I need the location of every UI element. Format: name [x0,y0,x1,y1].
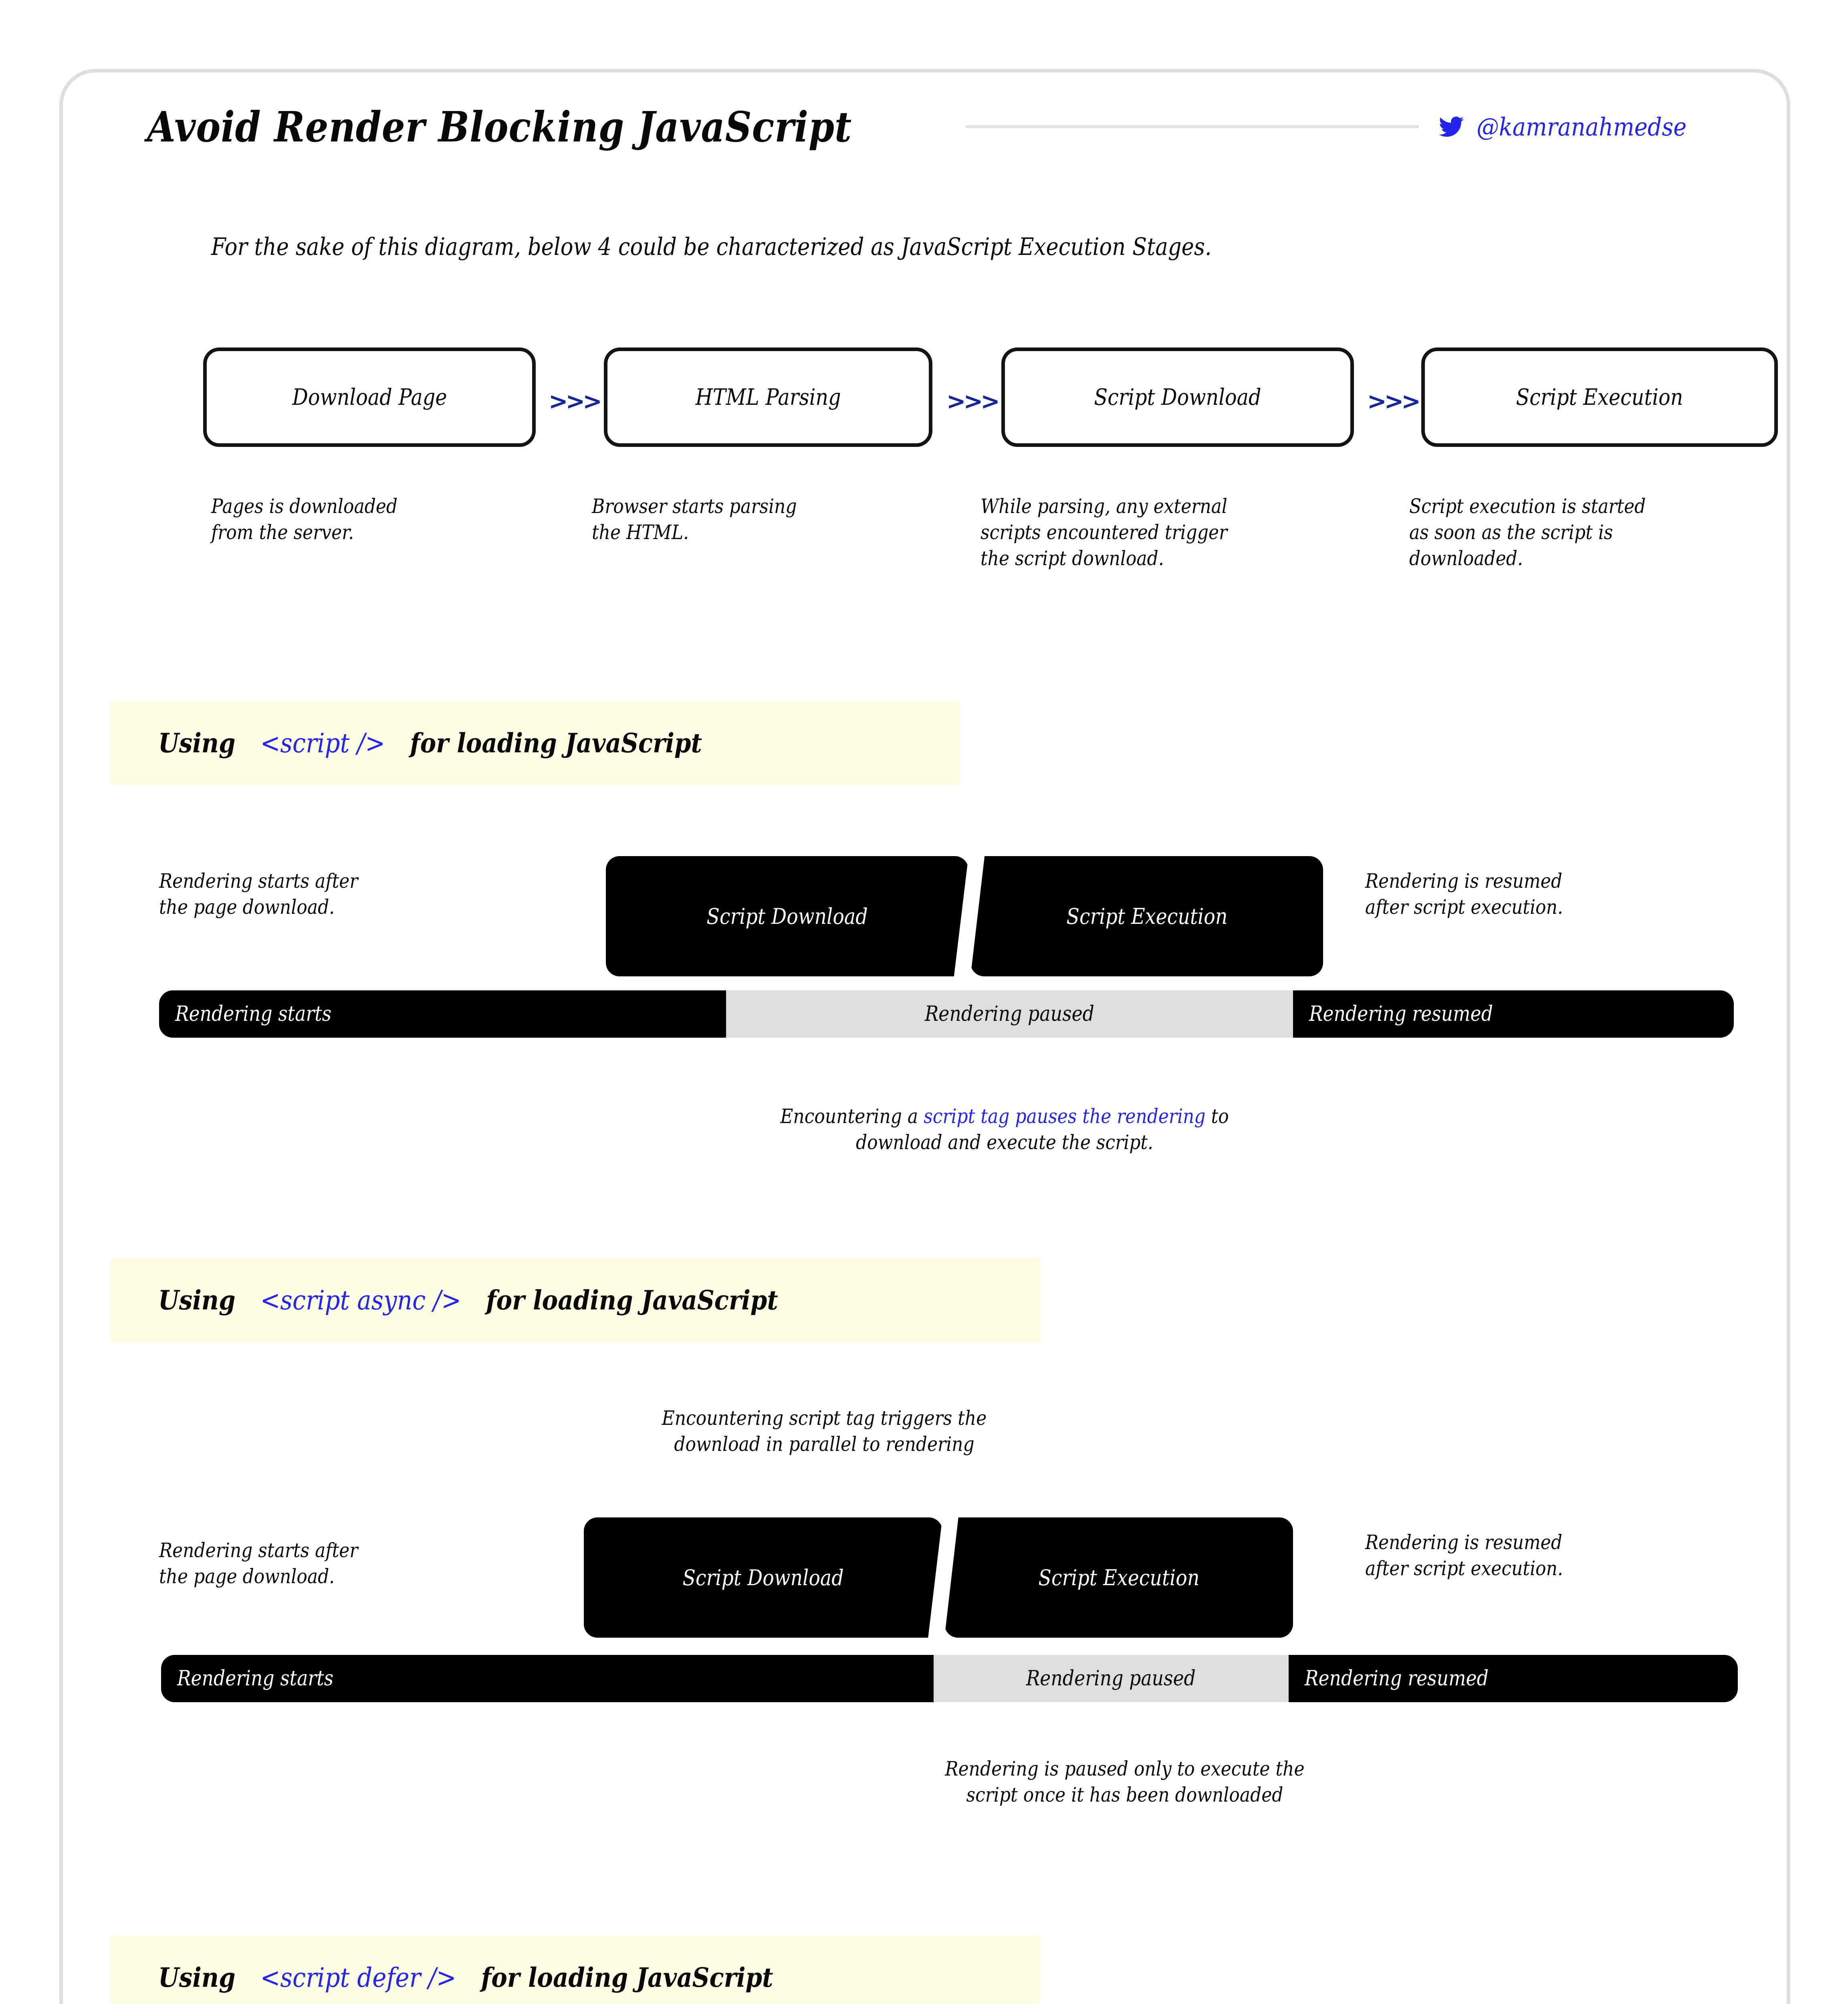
heading-prefix: Using [158,1962,236,1993]
chip-script-download-2: Script Download [584,1517,942,1638]
note-top-async: Encountering script tag triggers the dow… [662,1406,987,1456]
caption-line1: Rendering is paused only to execute the [945,1757,1305,1780]
note-right-script: Rendering is resumed after script execut… [1365,869,1563,919]
stage-separator-2: >>> [946,388,1000,415]
stages-row: Download Page >>> HTML Parsing >>> Scrip… [203,337,1778,453]
heading-code: <script async /> [260,1285,461,1316]
section-heading-script: Using <script /> for loading JavaScript [110,701,960,785]
bar-seg-rendering-starts: Rendering starts [161,1655,934,1702]
caption-async: Rendering is paused only to execute the … [790,1756,1460,1808]
heading-suffix: for loading JavaScript [486,1285,778,1316]
chip-script-execution-1: Script Execution [970,856,1323,976]
stage-separator-1: >>> [549,388,602,415]
heading-suffix: for loading JavaScript [410,727,702,759]
bar-seg-label: Rendering resumed [1309,1002,1493,1026]
stage-desc-download-page: Pages is downloaded from the server. [211,495,398,544]
chip-script-execution-2: Script Execution [944,1517,1293,1638]
caption-line2: download and execute the script. [855,1131,1154,1154]
bar-seg-rendering-paused: Rendering paused [726,990,1293,1038]
stage-label: Script Download [1094,384,1261,410]
twitter-bird-icon [1438,116,1464,137]
bar-seg-label: Rendering starts [177,1667,334,1691]
stage-box-html-parsing[interactable]: HTML Parsing [604,347,932,447]
heading-prefix: Using [158,727,236,759]
page-title: Avoid Render Blocking JavaScript [147,102,852,152]
section-heading-defer: Using <script defer /> for loading JavaS… [110,1935,1040,2004]
bar-seg-label: Rendering starts [175,1002,332,1026]
caption-post: to [1205,1105,1229,1128]
heading-suffix: for loading JavaScript [481,1962,773,1993]
stage-label: Download Page [292,384,447,410]
bar-seg-label: Rendering paused [1026,1667,1196,1691]
caption-blue: script tag pauses the rendering [924,1105,1206,1128]
stage-box-script-download[interactable]: Script Download [1001,347,1354,447]
bar-seg-label: Rendering resumed [1304,1667,1489,1691]
chip-label: Script Execution [1066,903,1228,929]
stage-separator-3: >>> [1367,388,1421,415]
stage-label: Script Execution [1516,384,1683,410]
subtitle: For the sake of this diagram, below 4 co… [211,233,1212,261]
stage-desc-script-execution: Script execution is started as soon as t… [1409,495,1646,570]
caption-pre: Encountering a [780,1105,924,1128]
stage-desc-script-download: While parsing, any external scripts enco… [980,495,1228,570]
caption-script: Encountering a script tag pauses the ren… [599,1103,1410,1156]
bar-seg-label: Rendering paused [924,1002,1094,1026]
timeline-bar-script: Rendering starts Rendering paused Render… [159,990,1734,1038]
note-left-async: Rendering starts after the page download… [159,1539,358,1588]
title-divider [965,125,1419,128]
twitter-handle-group[interactable]: @kamranahmedse [1436,112,1710,141]
stage-box-script-execution[interactable]: Script Execution [1421,347,1778,447]
chip-label: Script Download [706,903,868,929]
timeline-bar-async: Rendering starts Rendering paused Render… [161,1655,1738,1702]
bar-seg-rendering-resumed: Rendering resumed [1288,1655,1738,1702]
bar-seg-rendering-starts: Rendering starts [159,990,726,1038]
chip-label: Script Execution [1038,1565,1200,1590]
twitter-handle-text: @kamranahmedse [1476,112,1687,141]
heading-prefix: Using [158,1285,236,1316]
bar-seg-rendering-paused: Rendering paused [934,1655,1289,1702]
chip-label: Script Download [682,1565,844,1590]
diagram-card: Avoid Render Blocking JavaScript @kamran… [59,69,1790,2004]
note-left-script: Rendering starts after the page download… [159,869,358,919]
heading-code: <script defer /> [260,1962,456,1993]
caption-line2: script once it has been downloaded [966,1783,1283,1806]
bar-seg-rendering-resumed: Rendering resumed [1293,990,1734,1038]
section-heading-async: Using <script async /> for loading JavaS… [110,1258,1040,1342]
stage-desc-html-parsing: Browser starts parsing the HTML. [592,495,797,544]
header: Avoid Render Blocking JavaScript @kamran… [147,81,1710,173]
stage-box-download-page[interactable]: Download Page [203,347,536,447]
stage-label: HTML Parsing [695,384,841,410]
chip-script-download-1: Script Download [606,856,968,976]
note-right-async: Rendering is resumed after script execut… [1365,1531,1563,1580]
heading-code: <script /> [260,728,385,759]
